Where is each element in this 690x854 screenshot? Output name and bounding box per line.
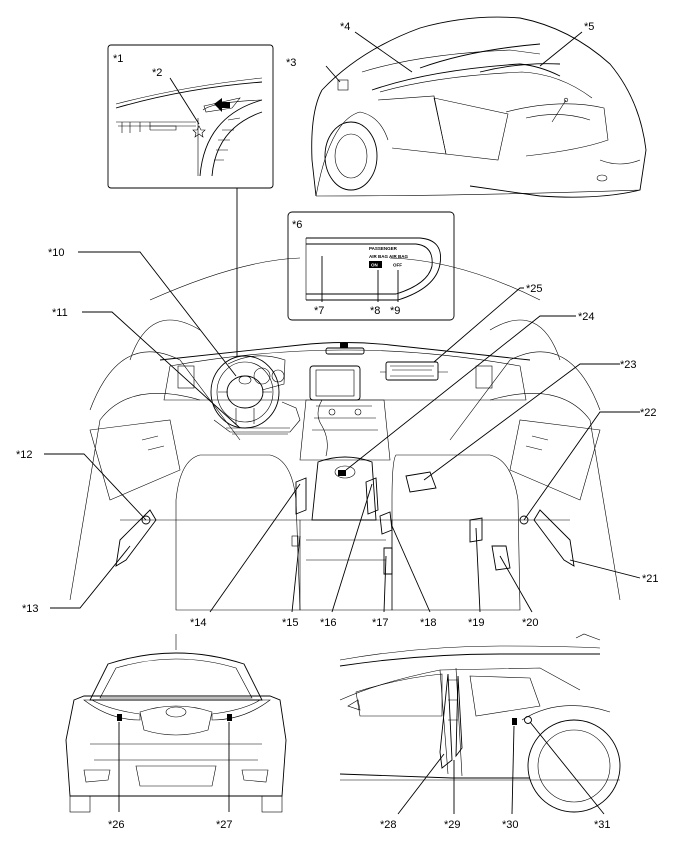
vehicle-rear-view-curtain bbox=[311, 16, 647, 198]
callout-18: *18 bbox=[420, 617, 437, 629]
callout-3: *3 bbox=[286, 57, 296, 69]
passenger-indicator-title: PASSENGER bbox=[369, 246, 398, 251]
callout-28: *28 bbox=[380, 819, 397, 831]
detail-inset-1 bbox=[107, 44, 274, 356]
callout-20: *20 bbox=[522, 617, 539, 629]
airbag-off-label: AIR BAG bbox=[389, 254, 408, 259]
callout-23: *23 bbox=[620, 359, 637, 371]
callout-15: *15 bbox=[282, 617, 299, 629]
callout-13: *13 bbox=[22, 603, 39, 615]
callout-5: *5 bbox=[584, 21, 594, 33]
callout-17: *17 bbox=[372, 617, 389, 629]
callout-29: *29 bbox=[444, 819, 461, 831]
indicator-arrow-icon bbox=[214, 98, 230, 112]
callout-26: *26 bbox=[108, 819, 125, 831]
airbag-warning-light-marker bbox=[192, 125, 206, 138]
callout-4: *4 bbox=[340, 21, 350, 33]
callout-24: *24 bbox=[578, 311, 595, 323]
callout-19: *19 bbox=[468, 617, 485, 629]
callout-2: *2 bbox=[152, 67, 162, 79]
callout-27: *27 bbox=[216, 819, 233, 831]
callout-25: *25 bbox=[526, 283, 543, 295]
callout-6: *6 bbox=[292, 219, 302, 231]
callout-21: *21 bbox=[642, 573, 659, 585]
off-indicator: OFF bbox=[393, 263, 402, 268]
callout-16: *16 bbox=[320, 617, 337, 629]
callout-22: *22 bbox=[640, 407, 657, 419]
vehicle-front-view bbox=[65, 634, 287, 813]
callout-1: *1 bbox=[113, 53, 123, 65]
callout-8: *8 bbox=[370, 305, 380, 317]
vehicle-interior-view bbox=[44, 251, 641, 613]
callout-31: *31 bbox=[594, 819, 611, 831]
airbag-on-label: AIR BAG bbox=[369, 254, 388, 259]
detail-inset-6: PASSENGER AIR BAG ON AIR BAG OFF bbox=[287, 211, 455, 321]
callout-9: *9 bbox=[390, 305, 400, 317]
on-indicator: ON bbox=[371, 263, 378, 268]
callout-12: *12 bbox=[16, 449, 33, 461]
callout-labels: *1 *2 *3 *4 *5 *6 *7 *8 *9 *10 *11 *12 *… bbox=[16, 21, 659, 831]
callout-14: *14 bbox=[190, 617, 207, 629]
vehicle-side-view bbox=[339, 633, 621, 815]
callout-7: *7 bbox=[314, 305, 324, 317]
callout-30: *30 bbox=[502, 819, 519, 831]
callout-11: *11 bbox=[52, 307, 68, 319]
callout-10: *10 bbox=[48, 247, 65, 259]
